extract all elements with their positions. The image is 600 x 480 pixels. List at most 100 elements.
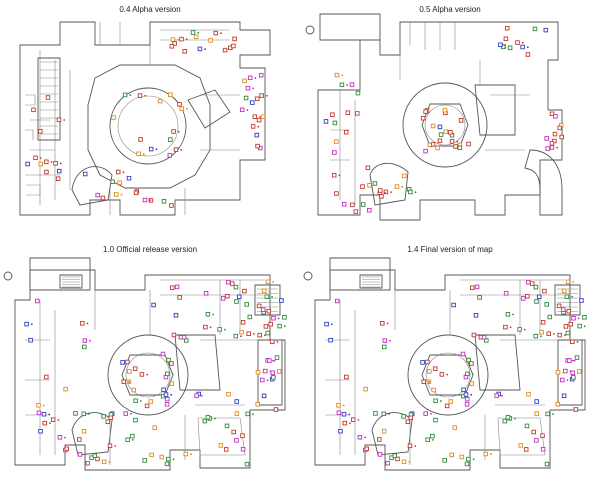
map-thing-marker [453,144,458,149]
map-thing-marker [363,386,368,392]
map-thing-marker [542,288,547,294]
map-thing-marker [111,115,116,120]
map-thing-marker [427,369,432,374]
map-dot-marker [57,419,60,421]
map-thing-marker [165,371,170,377]
map-dot-marker [50,161,53,163]
map-dot-marker [257,125,260,128]
map-dot-marker [414,445,417,447]
map-thing-marker [438,132,444,137]
map-dot-marker [338,174,341,177]
map-thing-marker [423,148,428,154]
map-thing-marker [566,308,572,314]
map-thing-marker [430,433,435,439]
map-outline [19,21,271,216]
map-thing-marker [223,447,229,452]
map-thing-marker [245,85,251,91]
map-dot-marker [197,31,200,34]
map-thing-marker [555,370,561,375]
map-thing-marker [171,332,177,338]
map-thing-marker [332,120,338,126]
map-dot-marker [552,413,554,415]
map-thing-marker [218,443,224,448]
map-thing-marker [168,92,173,97]
map-thing-marker [50,417,56,422]
central-ring [407,334,489,416]
map-thing-marker [552,138,557,144]
curved-area [371,412,413,456]
map-thing-marker [565,279,571,285]
map-thing-marker [34,298,40,304]
map-dot-marker [108,461,111,463]
map-dot-marker [48,413,51,416]
map-dot-marker [276,341,279,343]
map-thing-marker [503,291,509,296]
map-dot-marker [556,146,559,149]
map-thing-marker [474,284,480,290]
map-thing-marker [531,429,536,435]
stair-room [59,274,83,289]
map-thing-marker [263,368,268,374]
map-thing-marker [545,146,550,151]
stairs-block [554,284,581,316]
map-dot-marker [577,317,580,320]
map-thing-marker [451,302,456,308]
map-thing-marker [44,374,49,380]
map-dot-marker [214,417,216,420]
map-dot-marker [456,140,459,143]
map-dot-marker [63,119,66,121]
map-thing-marker [217,327,222,332]
map-thing-marker [559,134,564,140]
map-thing-marker [481,335,487,340]
map-thing-marker [234,399,239,404]
map-dot-marker [564,334,566,337]
map-dot-marker [501,394,503,397]
map-thing-marker [265,330,271,336]
map-thing-marker [231,43,236,49]
map-thing-marker [166,456,171,462]
map-thing-marker [525,52,531,57]
map-thing-marker [45,95,51,100]
map-thing-marker [174,284,180,290]
map-thing-marker [183,451,189,457]
map-dot-marker [572,281,575,283]
map-thing-marker [573,407,579,412]
map-thing-marker [402,173,407,179]
map-dot-marker [268,290,271,292]
map-thing-marker [38,161,43,167]
map-thing-marker [117,180,122,185]
map-thing-marker [465,371,470,377]
map-dot-marker [569,370,572,373]
map-thing-marker [364,446,369,452]
map-thing-marker [334,72,340,78]
map-thing-marker [430,123,436,129]
map-thing-marker [563,324,569,329]
map-thing-marker [444,403,450,409]
map-thing-marker [459,454,465,460]
map-thing-marker [95,456,100,462]
map-thing-marker [449,452,454,458]
map-thing-marker [557,332,562,338]
map-thing-marker [208,38,213,43]
map-thing-marker [421,379,427,384]
map-thing-marker [353,209,359,214]
map-thing-marker [282,315,287,320]
map-thing-marker [395,456,400,462]
map-thing-marker [544,136,549,141]
central-inner-ring [117,95,179,157]
top-left-room [319,13,381,41]
map-outline [317,21,563,221]
map-thing-marker [382,338,388,343]
map-thing-marker [126,175,132,181]
map-dot-marker [514,417,516,420]
map-dot-marker [277,317,280,320]
map-thing-marker [239,107,245,113]
map-thing-marker [341,411,347,417]
map-dot-marker [272,281,275,283]
map-thing-marker [148,146,154,152]
map-thing-marker [466,357,471,363]
map-dot-marker [114,445,117,447]
map-dot-marker [414,191,417,194]
map-thing-marker [240,320,246,325]
map-thing-marker [149,452,154,458]
